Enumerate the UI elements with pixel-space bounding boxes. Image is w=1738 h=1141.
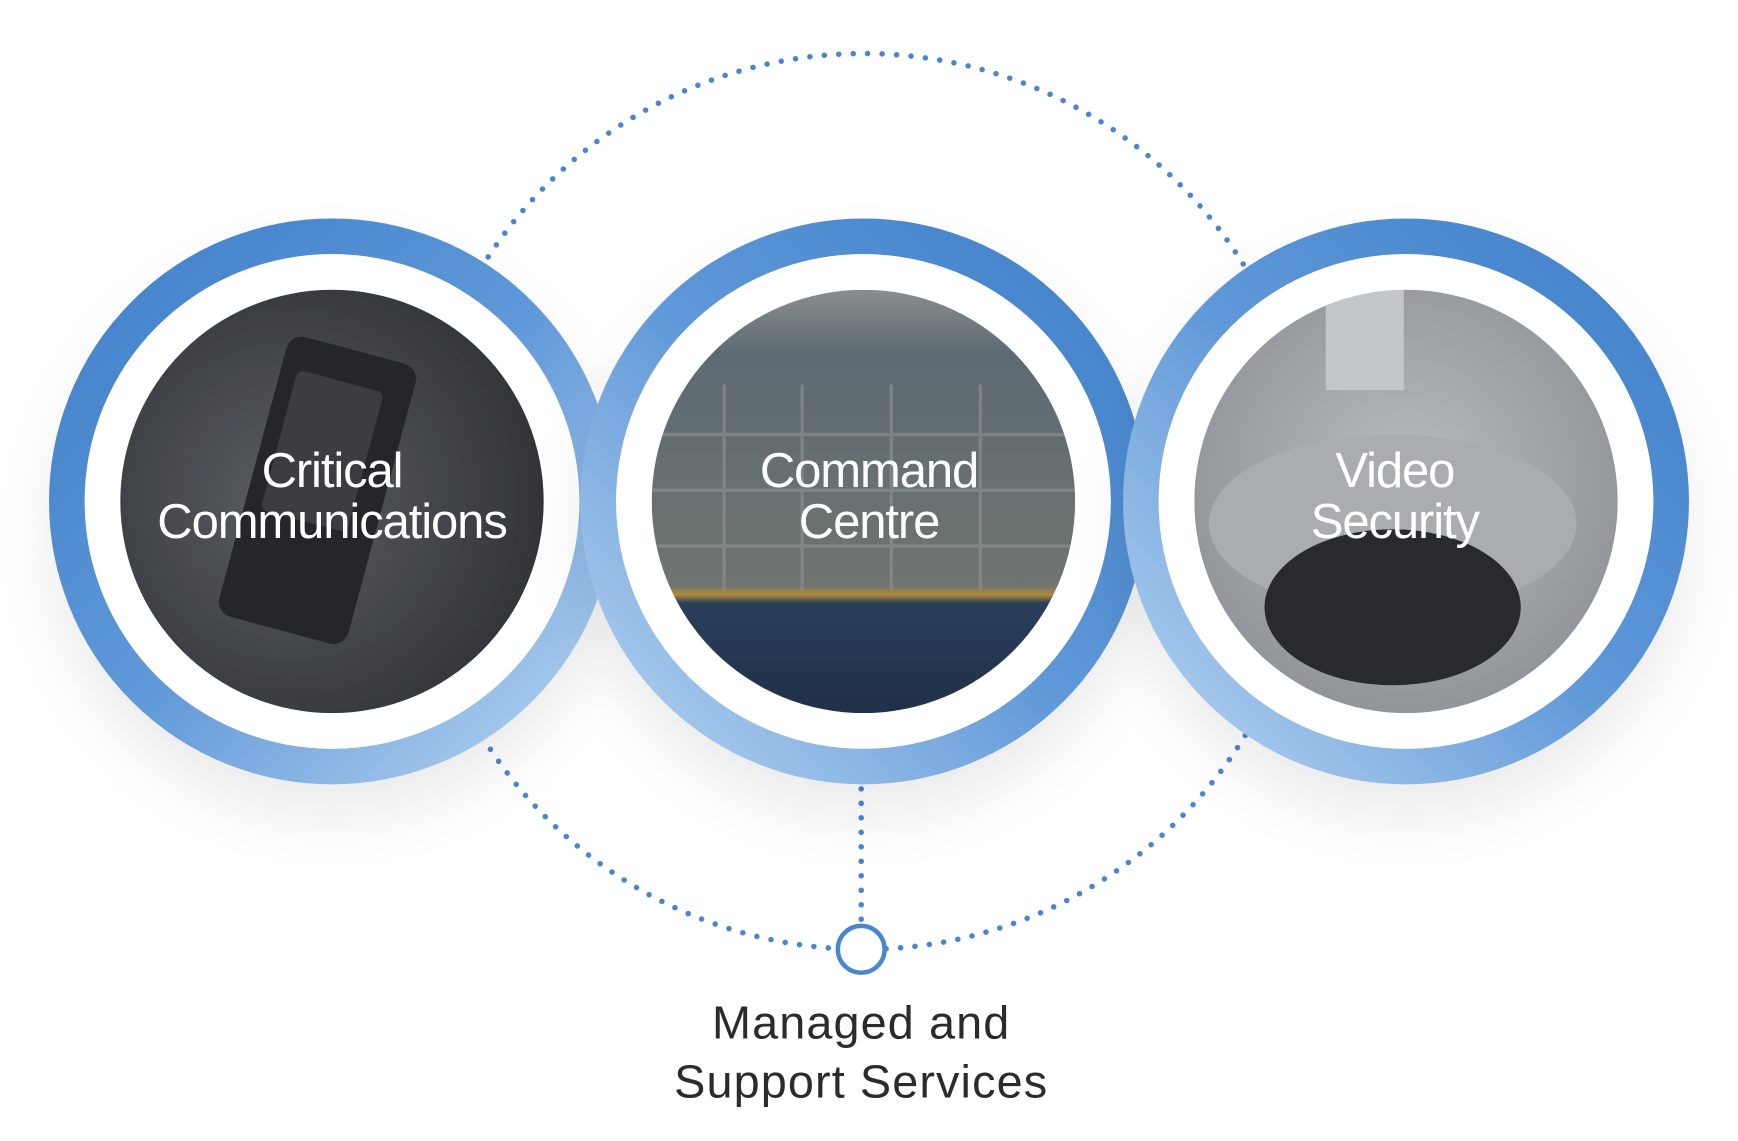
service-video-security[interactable]: Video Security <box>1123 218 1689 785</box>
service-label-line2: Security <box>1311 495 1481 549</box>
service-critical-communications[interactable]: Critical Communications <box>49 218 615 785</box>
dome-camera-photo <box>1194 289 1618 714</box>
service-label-line2: Centre <box>799 495 939 549</box>
service-label-line1: Video <box>1335 444 1454 498</box>
service-label-line1: Command <box>760 444 978 498</box>
service-label-line1: Critical <box>262 444 403 498</box>
service-command-centre[interactable]: Command Centre <box>580 218 1147 785</box>
hub-label-line1: Managed and <box>712 996 1010 1048</box>
map-screen-photo <box>651 289 1076 714</box>
hub-node <box>835 923 887 975</box>
service-label-line2: Communications <box>157 495 506 549</box>
hub-label-line2: Support Services <box>674 1055 1048 1107</box>
